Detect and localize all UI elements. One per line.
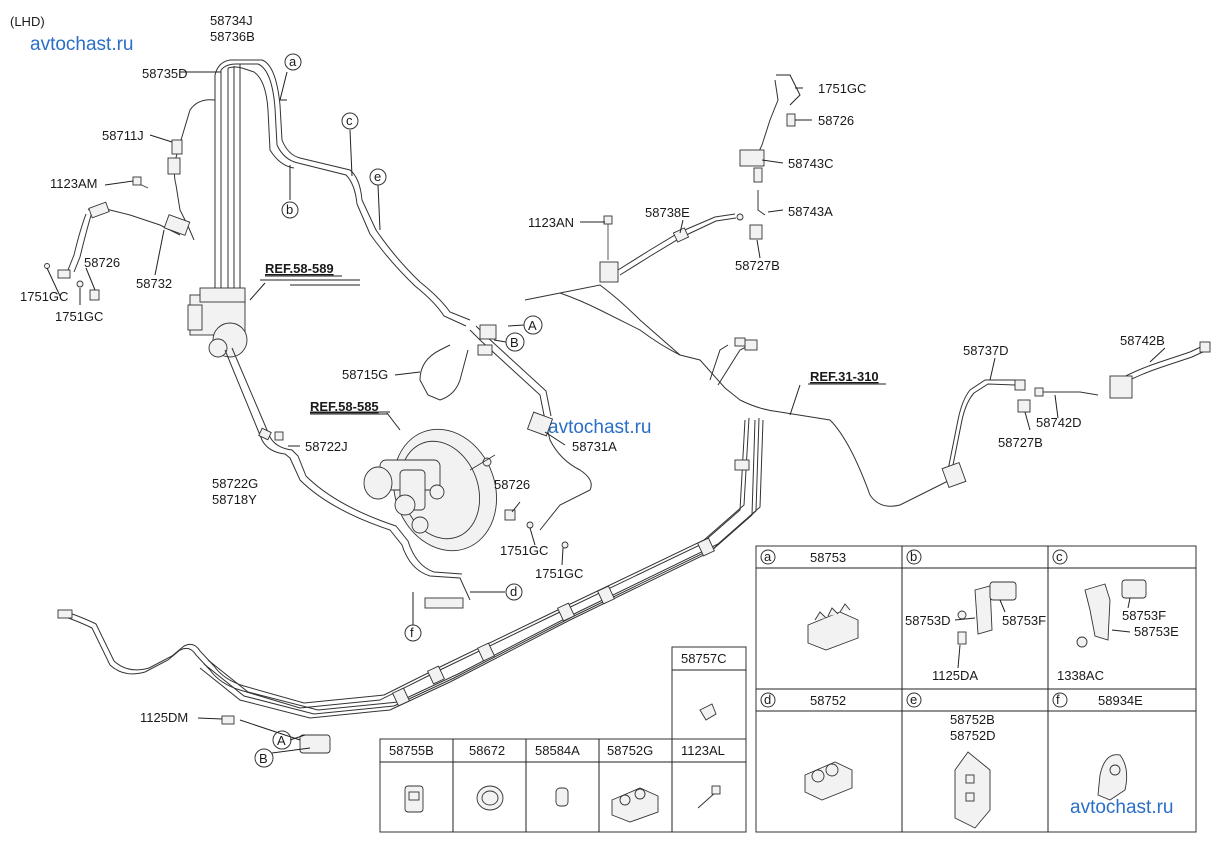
brake-booster — [363, 428, 497, 552]
clip-58753 — [807, 603, 859, 651]
grommet-58672 — [476, 785, 504, 811]
part-label: 1751GC — [55, 309, 103, 324]
part-label: 1751GC — [818, 81, 866, 96]
parts-table-right: a 58753 b c 58753D 58753F 1125DA 58753F … — [755, 545, 1197, 833]
callout-a: a — [289, 54, 297, 69]
cell-header: 58752 — [810, 693, 846, 708]
part-label: 58743A — [788, 204, 833, 219]
callout-c: c — [346, 113, 353, 128]
clip-58752 — [804, 761, 853, 801]
cell-header: 58755B — [389, 743, 434, 758]
hecu-assembly — [44, 59, 471, 601]
callout-e: e — [374, 169, 381, 184]
connector-a: A — [528, 318, 537, 333]
part-label: 58711J — [102, 128, 144, 143]
clip-58752b — [954, 751, 991, 829]
cell-letter: d — [764, 692, 771, 707]
part-label: 1125DM — [140, 710, 188, 725]
cell-part: 1338AC — [1057, 668, 1104, 683]
cell-letter: e — [910, 692, 917, 707]
leader-lines — [46, 71, 1166, 720]
part-label: 58734J — [210, 13, 253, 28]
cell-header: 58672 — [469, 743, 505, 758]
connector-b: B — [259, 751, 268, 766]
part-label: 58743C — [788, 156, 834, 171]
rear-lines — [419, 74, 1211, 609]
lower-lines — [57, 417, 764, 754]
part-label: 58722G — [212, 476, 258, 491]
part-label: 58742D — [1036, 415, 1082, 430]
cell-header: 58752G — [607, 743, 653, 758]
part-labels: 58734J 58736B 58735D 58711J 1123AM 58726… — [20, 13, 1165, 725]
part-label: 58718Y — [212, 492, 257, 507]
cell-header: 58584A — [535, 743, 580, 758]
cell-part: 58753E — [1134, 624, 1179, 639]
cell-header: 1123AL — [681, 743, 725, 758]
part-label: 58737D — [963, 343, 1009, 358]
part-label: 1751GC — [20, 289, 68, 304]
part-label: 58738E — [645, 205, 690, 220]
part-label: 58742B — [1120, 333, 1165, 348]
cell-part: 58753D — [905, 613, 951, 628]
clip-58934e — [1097, 754, 1128, 801]
clip-58755b — [404, 785, 424, 813]
cell-header: 58752B — [950, 712, 995, 727]
part-label: 58726 — [494, 477, 530, 492]
part-label: 58735D — [142, 66, 188, 81]
bolt-1123al — [697, 785, 721, 809]
cell-header: 58934E — [1098, 693, 1143, 708]
part-label: 1751GC — [535, 566, 583, 581]
part-label: 58727B — [735, 258, 780, 273]
variant-label: (LHD) — [10, 14, 45, 29]
ref-label: REF.58-585 — [310, 399, 379, 414]
watermark: avtochast.ru — [30, 34, 134, 55]
callout-d: d — [510, 584, 517, 599]
part-label: 58726 — [818, 113, 854, 128]
parts-table-lower: 58757C 58755B 58672 58584A 58752G 1123AL — [379, 646, 747, 833]
cell-letter: b — [910, 549, 917, 564]
callout-f: f — [410, 625, 414, 640]
part-label: 58726 — [84, 255, 120, 270]
cell-letter: a — [764, 549, 772, 564]
callouts: a b c e d f A B A B — [254, 53, 543, 768]
cell-letter: f — [1056, 692, 1060, 707]
connector-a: A — [277, 733, 286, 748]
ref-label: REF.58-589 — [265, 261, 334, 276]
cell-letter: c — [1056, 549, 1063, 564]
clip-58752g — [611, 787, 659, 823]
part-label: 1751GC — [500, 543, 548, 558]
cell-part: 1125DA — [932, 668, 978, 683]
bracket-58753e — [1076, 579, 1147, 648]
cell-header: 58757C — [681, 651, 727, 666]
part-label: 58736B — [210, 29, 255, 44]
ref-label: REF.31-310 — [810, 369, 879, 384]
part-label: 58727B — [998, 435, 1043, 450]
cell-part: 58753F — [1122, 608, 1166, 623]
part-label: 1123AM — [50, 176, 97, 191]
callout-b: b — [286, 202, 293, 217]
cell-part: 58753F — [1002, 613, 1046, 628]
watermark: avtochast.ru — [1070, 797, 1174, 818]
part-label: 58732 — [136, 276, 172, 291]
cell-header: 58752D — [950, 728, 996, 743]
part-label: 58731A — [572, 439, 617, 454]
cell-header: 58753 — [810, 550, 846, 565]
connector-b: B — [510, 335, 519, 350]
part-label: 58715G — [342, 367, 388, 382]
part-label: 1123AN — [528, 215, 574, 230]
watermark: avtochast.ru — [548, 417, 652, 438]
part-label: 58722J — [305, 439, 348, 454]
cap-58584a — [555, 787, 569, 807]
